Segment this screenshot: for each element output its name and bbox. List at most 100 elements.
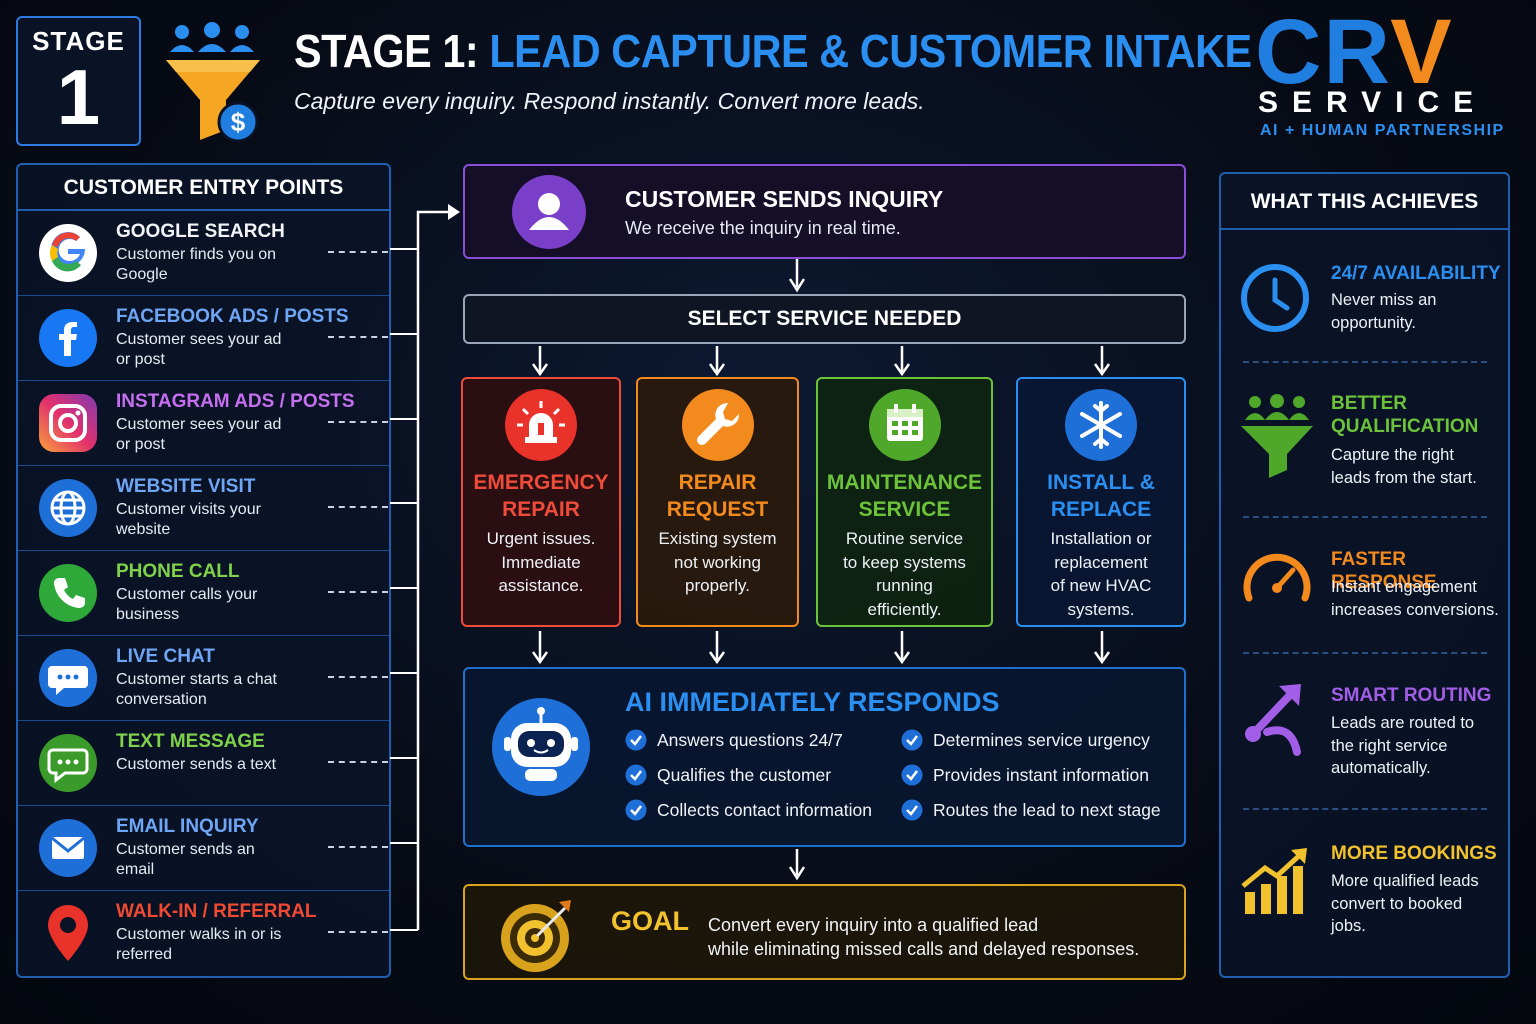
arrow-down bbox=[788, 259, 806, 293]
snowflake-icon bbox=[1065, 389, 1137, 461]
growth-chart-icon bbox=[1239, 844, 1315, 920]
achieves-panel: WHAT THIS ACHIEVES 24/7 AVAILABILITY Nev… bbox=[1219, 172, 1510, 978]
divider bbox=[1243, 652, 1487, 654]
entry-point-desc: Customer calls your business bbox=[116, 586, 258, 623]
entry-point-title: GOOGLE SEARCH bbox=[116, 221, 285, 242]
entry-points-panel: CUSTOMER ENTRY POINTS GOOGLE SEARCH Custo… bbox=[16, 163, 391, 978]
route-arrow-icon bbox=[1239, 676, 1315, 756]
wrench-icon bbox=[681, 389, 754, 461]
check-circle-icon bbox=[901, 799, 923, 821]
entry-point-title: PHONE CALL bbox=[116, 561, 240, 582]
dotted-connector bbox=[328, 846, 388, 848]
inquiry-desc: We receive the inquiry in real time. bbox=[625, 218, 901, 238]
title-main: LEAD CAPTURE & CUSTOMER INTAKE bbox=[489, 25, 1252, 77]
check-circle-icon bbox=[625, 799, 647, 821]
check-circle-icon bbox=[901, 729, 923, 751]
google-icon bbox=[38, 223, 98, 283]
dotted-connector bbox=[328, 506, 388, 508]
check-circle-icon bbox=[901, 764, 923, 786]
people-funnel-dollar-icon: $ bbox=[160, 22, 265, 147]
entry-point-title: FACEBOOK ADS / POSTS bbox=[116, 306, 349, 327]
ai-checklist-item: Determines service urgency bbox=[901, 729, 1150, 751]
robot-icon bbox=[491, 697, 591, 797]
ai-checklist-item: Qualifies the customer bbox=[625, 764, 831, 786]
stage-badge: STAGE 1 bbox=[16, 16, 141, 146]
email-icon bbox=[38, 818, 98, 878]
entry-point-title: TEXT MESSAGE bbox=[116, 731, 265, 752]
service-arrows bbox=[531, 346, 1111, 377]
entry-point-phone-call[interactable]: PHONE CALL Customer calls your business bbox=[18, 551, 389, 636]
inquiry-box: CUSTOMER SENDS INQUIRY We receive the in… bbox=[463, 164, 1186, 259]
logo-tagline: AI + HUMAN PARTNERSHIP bbox=[1260, 122, 1505, 139]
entry-point-desc: Customer sees your ad or post bbox=[116, 416, 282, 453]
stage-label: STAGE bbox=[32, 26, 125, 56]
goal-box: GOAL Convert every inquiry into a qualif… bbox=[463, 884, 1186, 980]
ai-arrows bbox=[531, 631, 1111, 665]
calendar-icon bbox=[868, 389, 941, 461]
logo-service-text: SERVICE bbox=[1258, 86, 1488, 119]
entry-point-email-inquiry[interactable]: EMAIL INQUIRY Customer sends an email bbox=[18, 806, 389, 891]
entry-point-google-search[interactable]: GOOGLE SEARCH Customer finds you on Googl… bbox=[18, 211, 389, 296]
page-title: STAGE 1: LEAD CAPTURE & CUSTOMER INTAKE bbox=[294, 24, 1252, 78]
clock-icon bbox=[1239, 260, 1315, 336]
dotted-connector bbox=[328, 761, 388, 763]
user-icon bbox=[511, 174, 587, 250]
page-subtitle: Capture every inquiry. Respond instantly… bbox=[294, 88, 925, 114]
dotted-connector bbox=[328, 676, 388, 678]
ai-checklist-item: Provides instant information bbox=[901, 764, 1149, 786]
entry-point-desc: Customer sends a text bbox=[116, 756, 277, 773]
entry-point-desc: Customer walks in or is referred bbox=[116, 926, 282, 963]
ai-title: AI IMMEDIATELY RESPONDS bbox=[625, 687, 1000, 717]
divider bbox=[1243, 361, 1487, 363]
entry-point-title: EMAIL INQUIRY bbox=[116, 816, 259, 837]
entry-point-website-visit[interactable]: WEBSITE VISIT Customer visits your websit… bbox=[18, 466, 389, 551]
select-service-bar: SELECT SERVICE NEEDED bbox=[463, 294, 1186, 344]
entry-point-desc: Customer starts a chat conversation bbox=[116, 671, 277, 708]
dotted-connector bbox=[328, 251, 388, 253]
dotted-connector bbox=[328, 931, 388, 933]
entry-points-heading: CUSTOMER ENTRY POINTS bbox=[18, 165, 389, 211]
globe-icon bbox=[38, 478, 98, 538]
check-circle-icon bbox=[625, 764, 647, 786]
entry-point-title: INSTAGRAM ADS / POSTS bbox=[116, 391, 355, 412]
entry-point-facebook-ads-posts[interactable]: FACEBOOK ADS / POSTS Customer sees your a… bbox=[18, 296, 389, 381]
target-icon bbox=[495, 894, 579, 974]
entry-point-instagram-ads-posts[interactable]: INSTAGRAM ADS / POSTS Customer sees your … bbox=[18, 381, 389, 466]
goal-title: GOAL bbox=[611, 906, 689, 936]
entry-point-title: LIVE CHAT bbox=[116, 646, 215, 667]
ai-checklist-item: Collects contact information bbox=[625, 799, 872, 821]
entry-point-walk-in-referral[interactable]: WALK-IN / REFERRAL Customer walks in or i… bbox=[18, 891, 389, 976]
entry-point-title: WALK-IN / REFERRAL bbox=[116, 901, 317, 922]
entry-point-desc: Customer sends an email bbox=[116, 841, 255, 878]
message-icon bbox=[38, 733, 98, 793]
svg-text:$: $ bbox=[231, 107, 246, 137]
ai-checklist-item: Routes the lead to next stage bbox=[901, 799, 1161, 821]
dotted-connector bbox=[328, 421, 388, 423]
crv-logo: CRV bbox=[1255, 1, 1454, 103]
phone-icon bbox=[38, 563, 98, 623]
dotted-connector bbox=[328, 336, 388, 338]
check-circle-icon bbox=[625, 729, 647, 751]
entry-point-desc: Customer finds you on Google bbox=[116, 246, 277, 283]
entry-point-title: WEBSITE VISIT bbox=[116, 476, 256, 497]
entry-point-desc: Customer visits your website bbox=[116, 501, 261, 538]
divider bbox=[1243, 516, 1487, 518]
speedometer-icon bbox=[1239, 542, 1315, 618]
entry-point-text-message[interactable]: TEXT MESSAGE Customer sends a text bbox=[18, 721, 389, 806]
ai-response-box: AI IMMEDIATELY RESPONDS Answers question… bbox=[463, 667, 1186, 847]
entry-point-live-chat[interactable]: LIVE CHAT Customer starts a chat conversa… bbox=[18, 636, 389, 721]
entry-connector-bracket bbox=[390, 204, 460, 931]
title-prefix: STAGE 1: bbox=[294, 25, 479, 77]
facebook-icon bbox=[38, 308, 98, 368]
location-pin-icon bbox=[38, 903, 98, 963]
inquiry-title: CUSTOMER SENDS INQUIRY bbox=[625, 186, 944, 212]
divider bbox=[1243, 808, 1487, 810]
ai-checklist-item: Answers questions 24/7 bbox=[625, 729, 843, 751]
siren-icon bbox=[505, 389, 577, 461]
dotted-connector bbox=[328, 591, 388, 593]
entry-point-desc: Customer sees your ad or post bbox=[116, 331, 282, 368]
